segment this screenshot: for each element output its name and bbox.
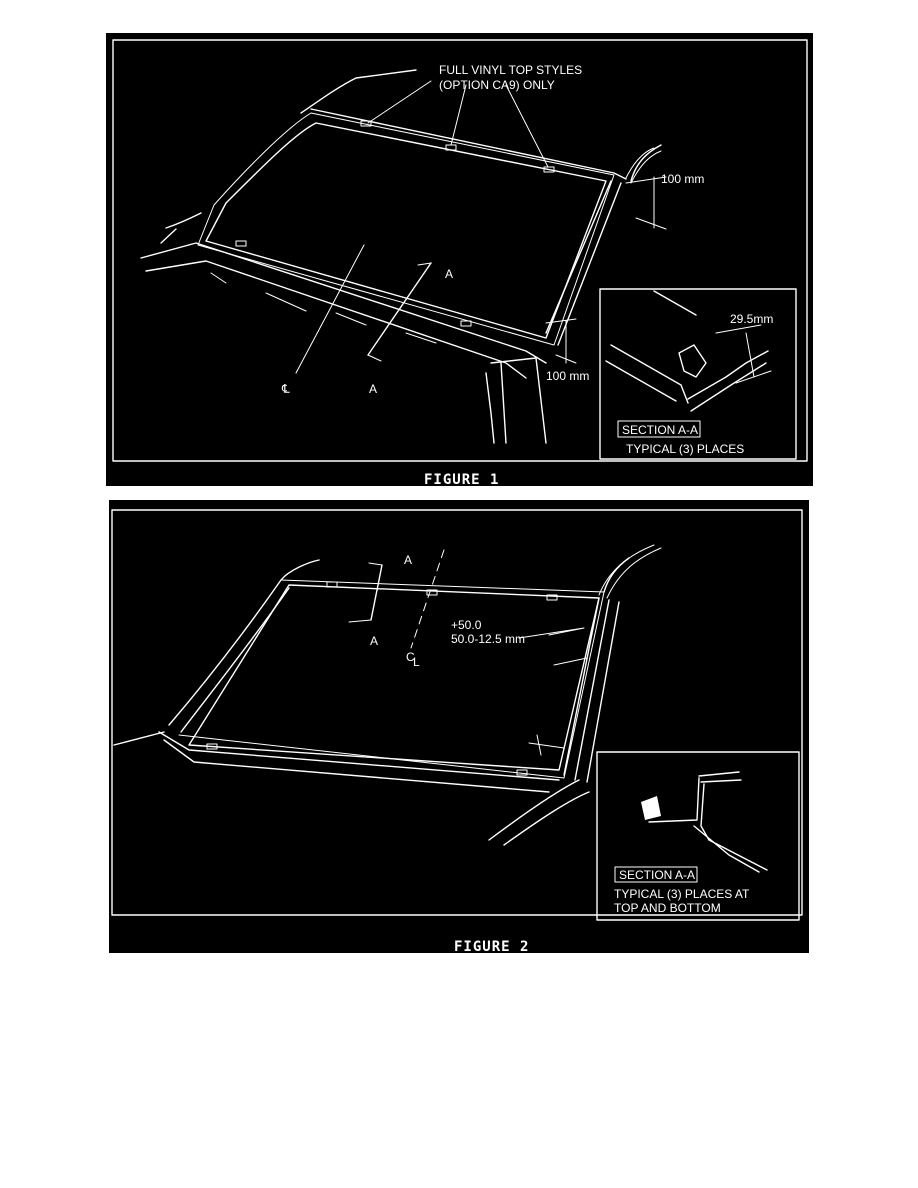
molding-clip: [516, 769, 528, 776]
molding-clip: [543, 166, 555, 173]
molding-clip: [206, 743, 218, 750]
inset-molding: [687, 350, 769, 412]
centerline-subscript: L: [413, 655, 420, 669]
inset-frame: [596, 751, 800, 921]
section-arrow-top: [417, 262, 432, 266]
hood-vents: [210, 272, 437, 344]
dimension-bottom-lines: [545, 318, 577, 364]
inset-clip: [641, 796, 661, 820]
section-label-box: [614, 866, 698, 883]
molding-clip: [235, 240, 247, 247]
inset-note-line-1: TYPICAL (3) PLACES AT: [614, 887, 750, 901]
callout-leader: [367, 80, 549, 168]
section-cut-line: [370, 564, 383, 621]
centerline-symbol: ℄: [281, 382, 290, 396]
figure-1-caption: FIGURE 1: [424, 472, 499, 486]
figure-2-frame: [111, 509, 803, 916]
cowl-panel: [113, 731, 560, 793]
section-marker-top: A: [445, 267, 453, 281]
dimension-top-lines: [518, 627, 588, 666]
section-inset-2: SECTION A-A TYPICAL (3) PLACES AT TOP AN…: [596, 751, 800, 921]
molding-clip: [326, 581, 338, 588]
section-marker-bottom: A: [369, 382, 377, 396]
section-arrow-bottom: [367, 354, 382, 362]
dimension-top-lines: [625, 176, 667, 230]
inset-glass-lines: [605, 290, 697, 404]
molding-clip: [460, 320, 472, 327]
left-pillar: [160, 212, 202, 244]
right-pillar: [545, 144, 662, 346]
dimension-line-2: 50.0-12.5 mm: [451, 632, 525, 646]
section-arrow-bottom: [348, 619, 372, 623]
windshield-glass: [188, 584, 600, 771]
windshield-reveal-molding: [178, 579, 605, 779]
figure-2: A A C L +50.0 50.0-12.5 mm SECTION A-A T…: [109, 500, 809, 953]
cowl-panel: [140, 242, 547, 379]
inset-note-line-2: TOP AND BOTTOM: [614, 901, 721, 915]
section-marker-bottom: A: [370, 634, 378, 648]
section-label: SECTION A-A: [619, 868, 695, 882]
centerline: [410, 549, 445, 649]
molding-clip: [426, 589, 438, 596]
section-arrow-top: [368, 562, 383, 566]
section-cut-line: [367, 262, 432, 356]
roof-line: [300, 69, 417, 114]
windshield-reveal-molding: [197, 112, 615, 346]
callout-line-1: FULL VINYL TOP STYLES: [439, 63, 582, 77]
dimension-bottom-label: 100 mm: [546, 369, 589, 383]
figure-1-frame: [112, 39, 808, 462]
molding-clip: [360, 120, 372, 127]
figure-2-drawing: A A C L +50.0 50.0-12.5 mm SECTION A-A T…: [111, 509, 803, 953]
dimension-top-label: 100 mm: [661, 172, 704, 186]
right-roof-curves: [598, 544, 662, 599]
hood-edge: [488, 779, 590, 846]
callout-line-2: (OPTION CA9) ONLY: [439, 78, 555, 92]
door-frame: [485, 357, 547, 444]
right-roof-curves: [625, 147, 662, 184]
section-marker-top: A: [404, 553, 412, 567]
section-inset-1: 29.5mm SECTION A-A TYPICAL (3) PLACES: [599, 288, 797, 460]
left-pillar: [168, 579, 290, 733]
inset-molding-profile: [648, 771, 768, 873]
dimension-line-1: +50.0: [451, 618, 482, 632]
section-label: SECTION A-A: [622, 423, 698, 437]
centerline-symbol: C: [406, 650, 415, 664]
figure-1: FULL VINYL TOP STYLES (OPTION CA9) ONLY …: [106, 33, 813, 486]
right-pillar: [563, 597, 620, 783]
figure-2-caption: FIGURE 2: [454, 939, 529, 953]
inset-dimension-lines: [715, 324, 772, 384]
dimension-bottom-lines: [528, 734, 565, 756]
roof-edge: [310, 108, 627, 180]
inset-frame: [599, 288, 797, 460]
inset-note: TYPICAL (3) PLACES: [626, 442, 744, 456]
inset-clip: [678, 344, 707, 378]
inset-dimension-label: 29.5mm: [730, 312, 773, 326]
figure-1-drawing: FULL VINYL TOP STYLES (OPTION CA9) ONLY …: [112, 39, 808, 486]
centerline-leader: [295, 244, 365, 374]
windshield-glass: [205, 122, 607, 339]
section-label-box: [617, 420, 701, 438]
molding-clip: [546, 594, 558, 601]
